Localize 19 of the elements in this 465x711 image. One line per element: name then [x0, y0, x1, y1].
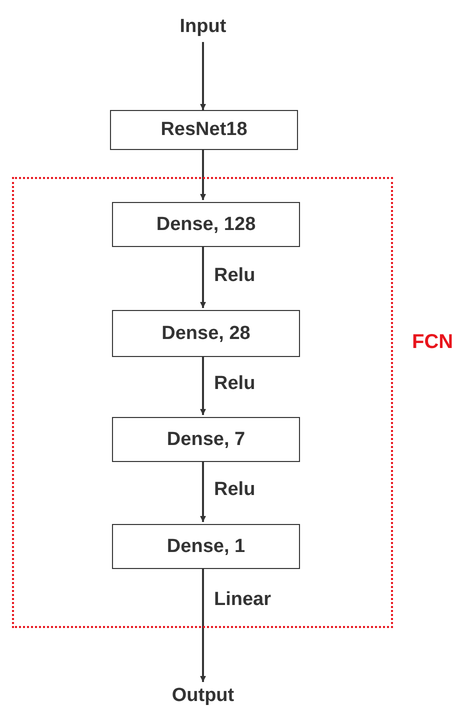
layer-label: Dense, 1 [166, 536, 246, 558]
layer-label: ResNet18 [160, 119, 248, 141]
group-title: FCN [412, 331, 454, 354]
arrow [200, 42, 206, 110]
arrow [200, 245, 206, 308]
arrow [200, 460, 206, 522]
process-box [112, 524, 300, 569]
process-box [112, 310, 300, 357]
layer-label: Dense, 7 [166, 428, 246, 450]
process-box [112, 417, 300, 462]
layer-label: Dense, 128 [156, 214, 256, 236]
io-label: Input [180, 16, 226, 38]
io-label: Output [172, 685, 234, 707]
arrow [200, 150, 206, 200]
layer-label: Dense, 28 [162, 322, 250, 344]
process-box [112, 202, 300, 247]
arrow [200, 567, 206, 682]
process-box [110, 110, 298, 150]
arrow [200, 355, 206, 415]
